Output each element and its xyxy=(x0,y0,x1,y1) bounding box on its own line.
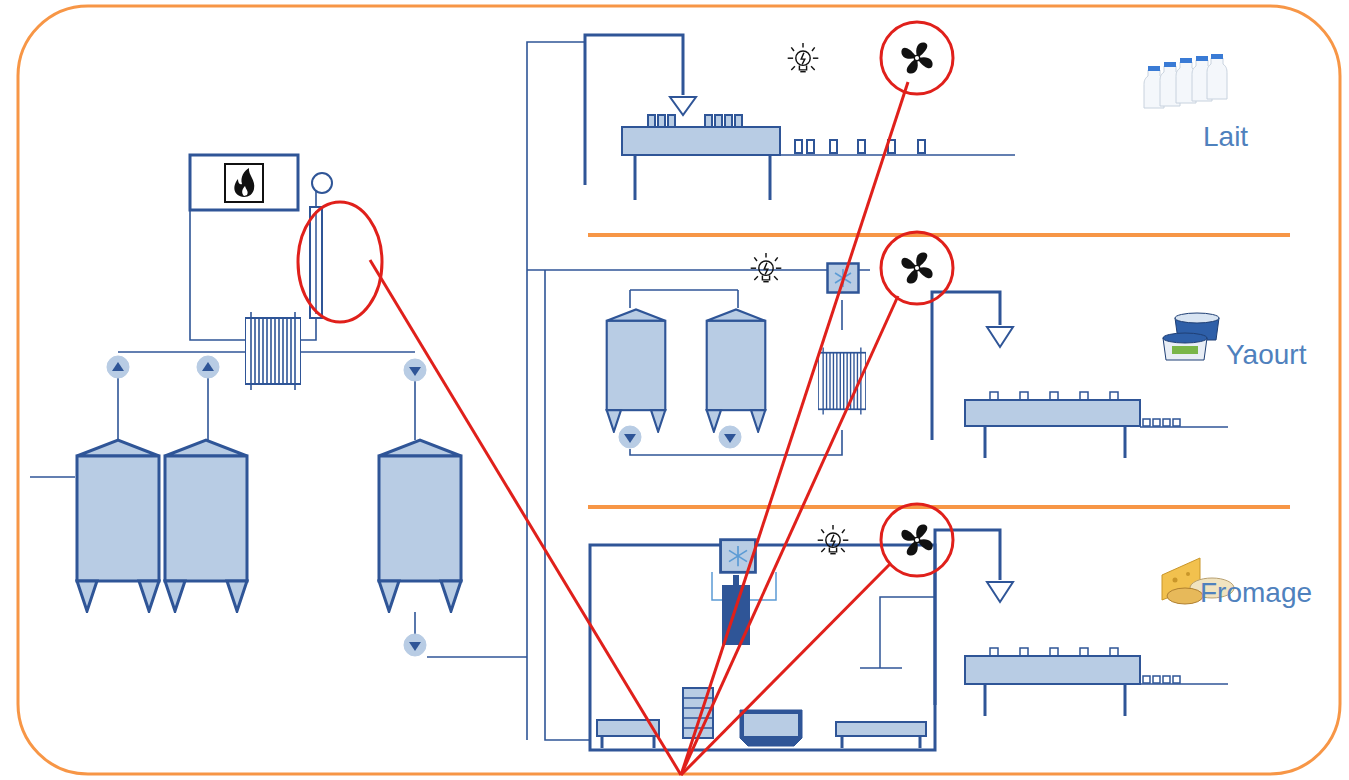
pump xyxy=(107,356,129,378)
yogurt-pots-picture xyxy=(1163,313,1219,360)
storage-silo xyxy=(77,440,159,611)
pump xyxy=(404,634,426,656)
storage-silo xyxy=(379,440,461,611)
fermentation-tank xyxy=(707,309,766,431)
lighting-icon xyxy=(818,525,849,554)
heat-exchanger xyxy=(245,312,301,390)
section-separator xyxy=(588,505,1290,509)
yogurt-piping xyxy=(590,270,870,455)
storage-silo xyxy=(165,440,247,611)
lighting-icon xyxy=(751,253,782,282)
ventilation-icon xyxy=(901,42,932,73)
pump xyxy=(719,426,741,448)
section-separator xyxy=(588,233,1290,237)
product-label: Yaourt xyxy=(1226,340,1306,371)
product-label: Fromage xyxy=(1200,578,1312,609)
lighting-icon xyxy=(788,43,819,72)
ventilation-icon xyxy=(901,524,932,555)
outer-frame xyxy=(18,6,1340,774)
cheese-room xyxy=(590,545,935,750)
cheese-packing-line xyxy=(935,530,1228,716)
pump xyxy=(197,356,219,378)
pump xyxy=(404,359,426,381)
pasteurisation-unit xyxy=(30,42,590,740)
holding-tube xyxy=(310,207,322,318)
milk-filling-line xyxy=(585,35,1015,200)
highlight-callouts xyxy=(298,22,953,775)
ventilation-icon xyxy=(901,252,932,283)
milk-bottles-picture xyxy=(1144,54,1227,108)
boiler xyxy=(190,155,332,210)
pump xyxy=(619,426,641,448)
fermentation-tank xyxy=(607,309,666,431)
product-label: Lait xyxy=(1203,122,1248,153)
yogurt-filling-line xyxy=(932,292,1228,458)
